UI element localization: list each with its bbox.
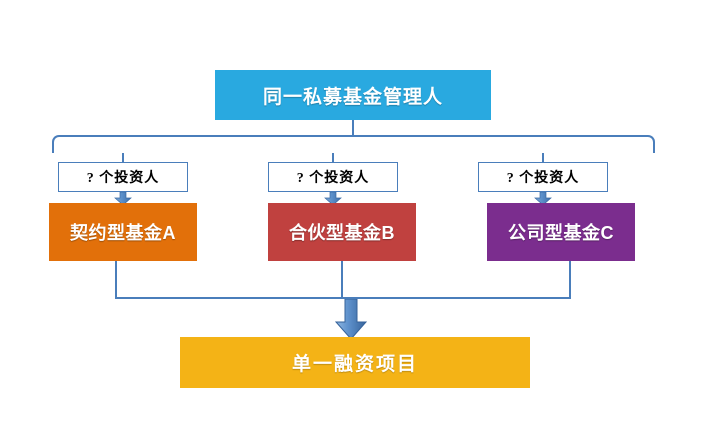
manager-bracket-connector	[52, 135, 655, 153]
investor-box-2: ? 个投资人	[268, 162, 398, 192]
bracket-drop-1	[122, 153, 124, 162]
fund-box-corporate: 公司型基金C	[487, 203, 635, 261]
fund-drop-1	[115, 261, 117, 299]
investor-box-3: ? 个投资人	[478, 162, 608, 192]
fund-box-partnership: 合伙型基金B	[268, 203, 416, 261]
manager-stem-connector	[352, 120, 354, 137]
fund-drop-3	[569, 261, 571, 299]
bracket-drop-3	[542, 153, 544, 162]
junction-bus-connector	[115, 297, 571, 299]
bracket-drop-2	[332, 153, 334, 162]
fund-drop-2	[341, 261, 343, 299]
fund-box-contractual: 契约型基金A	[49, 203, 197, 261]
arrow-down-icon-large	[334, 299, 368, 339]
investor-box-1: ? 个投资人	[58, 162, 188, 192]
arrow-down-icon-1	[114, 192, 132, 205]
manager-box: 同一私募基金管理人	[215, 70, 491, 120]
project-box: 单一融资项目	[180, 337, 530, 388]
arrow-down-icon-3	[534, 192, 552, 205]
arrow-down-icon-2	[324, 192, 342, 205]
